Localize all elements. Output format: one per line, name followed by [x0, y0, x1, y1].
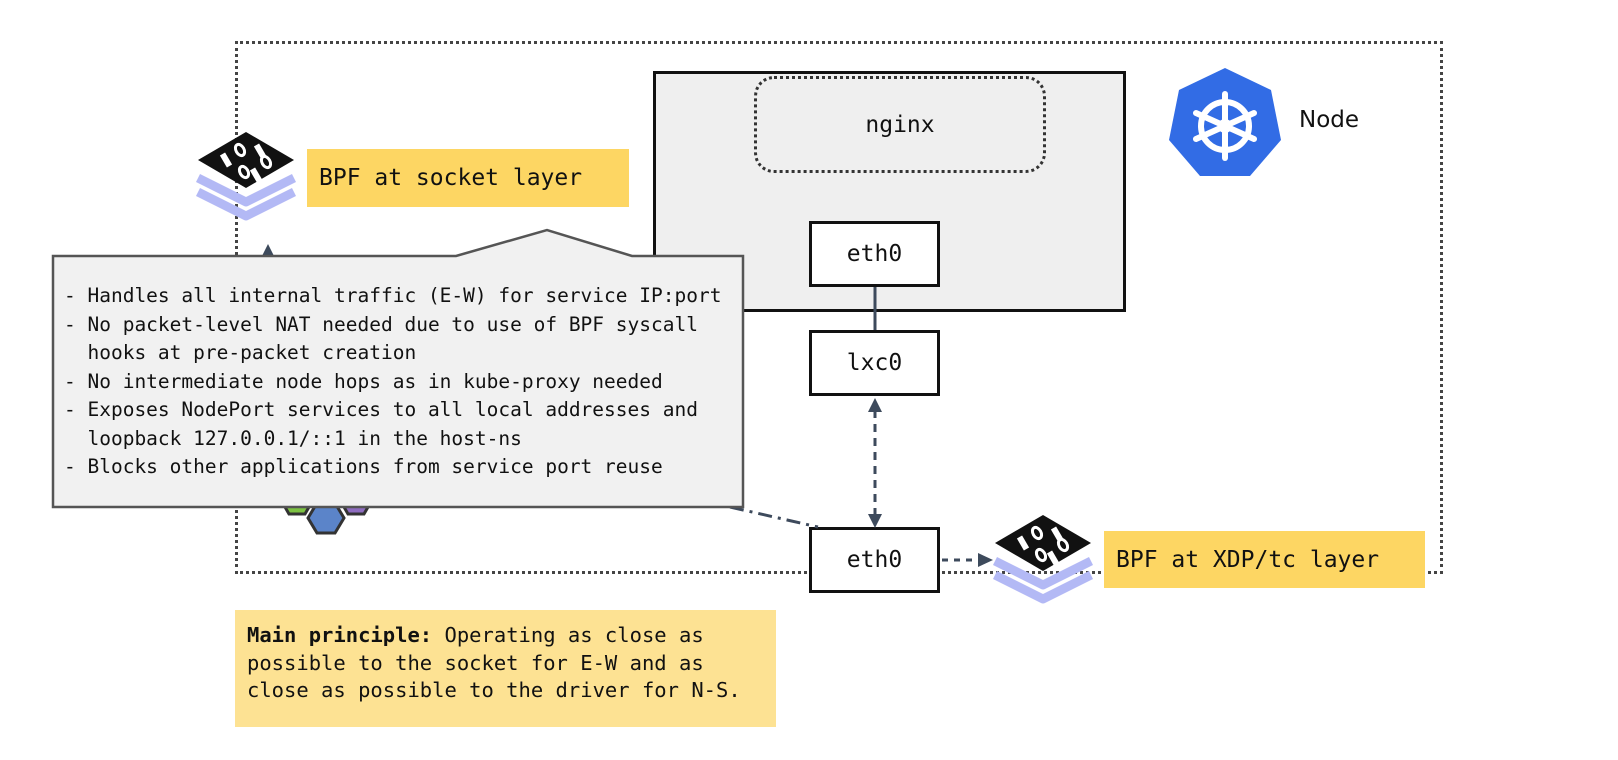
bpf-xdp-label: BPF at XDP/tc layer	[1104, 531, 1425, 588]
callout-text: - Handles all internal traffic (E-W) for…	[64, 282, 744, 482]
pod-eth0-interface: eth0	[809, 221, 940, 287]
principle-heading: Main principle:	[247, 623, 433, 647]
callout-line: loopback 127.0.0.1/::1 in the host-ns	[64, 426, 522, 450]
arrowhead-up	[868, 398, 882, 412]
nginx-label: nginx	[865, 111, 935, 138]
bpf-socket-label-text: BPF at socket layer	[319, 165, 583, 191]
principle-line: Operating as close as	[432, 623, 704, 647]
lxc0-label: lxc0	[846, 350, 903, 376]
arrowhead-socket	[262, 244, 274, 256]
nginx-container: nginx	[754, 76, 1046, 173]
pod-eth0-label: eth0	[846, 241, 903, 267]
lxc0-interface: lxc0	[809, 330, 940, 396]
main-principle-box: Main principle: Operating as close as po…	[235, 610, 776, 727]
arrowhead-down	[868, 514, 882, 528]
callout-line: - Exposes NodePort services to all local…	[64, 398, 698, 421]
bpf-socket-icon	[196, 132, 296, 221]
kubernetes-icon	[1169, 68, 1281, 176]
callout-line: - Handles all internal traffic (E-W) for…	[64, 284, 722, 307]
callout-line: - Blocks other applications from service…	[64, 455, 663, 478]
bpf-socket-label: BPF at socket layer	[307, 149, 629, 207]
bpf-xdp-icon	[993, 515, 1093, 604]
host-eth0-interface: eth0	[809, 527, 940, 593]
socket-host-link	[729, 505, 819, 529]
bpf-xdp-label-text: BPF at XDP/tc layer	[1116, 546, 1380, 573]
callout-shape	[51, 228, 745, 509]
callout-line: hooks at pre-packet creation	[64, 341, 417, 364]
callout-line: - No packet-level NAT needed due to use …	[64, 312, 698, 336]
node-label: Node	[1299, 107, 1360, 133]
host-eth0-label: eth0	[846, 547, 903, 573]
principle-line: close as possible to the driver for N-S.	[247, 678, 741, 702]
arrowhead-right	[978, 553, 993, 567]
callout-line: - No intermediate node hops as in kube-p…	[64, 369, 663, 393]
principle-line: possible to the socket for E-W and as	[247, 650, 704, 675]
